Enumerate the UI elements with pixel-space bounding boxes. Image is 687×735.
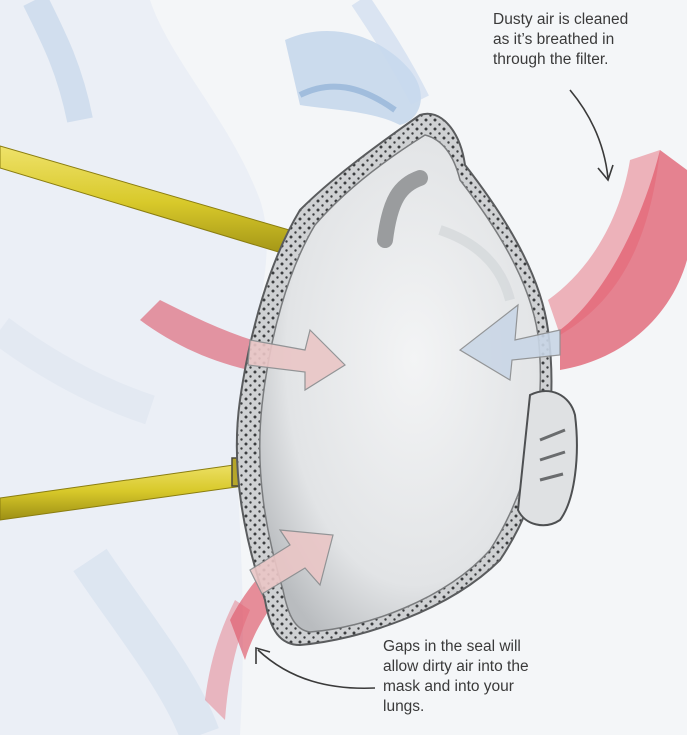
- seal-gap-annotation: Gaps in the seal will allow dirty air in…: [383, 637, 683, 717]
- filter-annotation: Dusty air is cleaned as it’s breathed in…: [493, 10, 683, 70]
